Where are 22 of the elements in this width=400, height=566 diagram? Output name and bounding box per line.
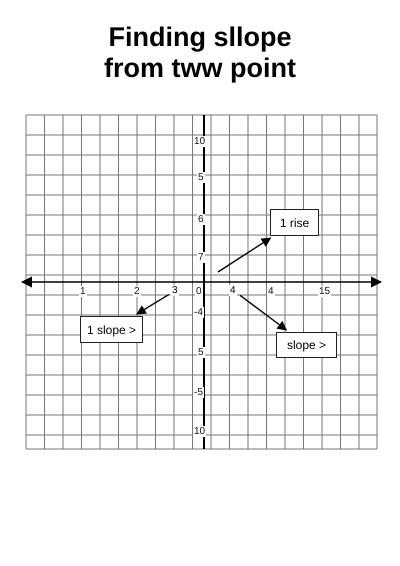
arrow — [136, 294, 170, 315]
axis-number: -5 — [193, 387, 204, 398]
axis-number: 7 — [197, 252, 205, 263]
axis-number: 1 — [79, 286, 87, 297]
axis-number: 3 — [171, 285, 179, 296]
axis-number: 6 — [197, 214, 205, 225]
axis-number: -4 — [193, 307, 204, 318]
axis-number: 0 — [195, 286, 203, 297]
title: Finding sllope from tww point — [103, 22, 297, 84]
callout-box: slope > — [276, 332, 337, 358]
arrow — [218, 237, 272, 273]
axis-number: 5 — [197, 172, 205, 183]
axis-number: 15 — [318, 286, 332, 297]
callout-box: 1 rise — [270, 209, 319, 236]
callout-box: 1 slope > — [80, 316, 143, 343]
arrow — [240, 294, 288, 331]
axis-number: 4 — [229, 285, 237, 296]
axis-number: 5 — [197, 347, 205, 358]
axis-number: 2 — [133, 286, 141, 297]
axis-number: 10 — [193, 426, 206, 437]
axis-number: 10 — [193, 136, 206, 147]
axis-number: 4 — [267, 286, 275, 297]
